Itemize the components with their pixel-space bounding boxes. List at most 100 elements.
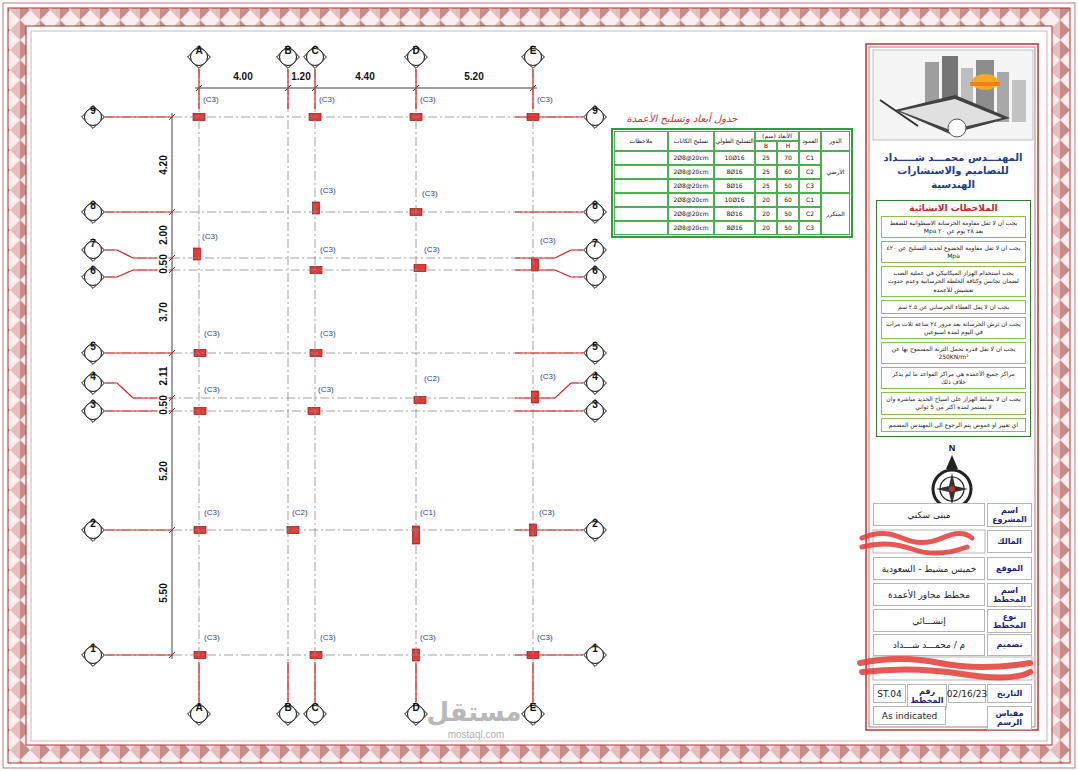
table-cell: 60 [777,165,799,179]
box-text: مخطط محاور الأعمدة [888,590,970,600]
bubble-diamond [584,372,607,395]
grid-axis-end [415,69,416,109]
grid-line [315,69,316,702]
column-tag: (C3) [320,633,336,643]
dimension-text: 4.00 [232,71,253,82]
table-cell: 2Ø8@20cm [668,221,714,235]
grid-axis-end [515,352,583,353]
grid-bubble: 3 [81,399,105,423]
grid-bubble: 8 [583,200,607,224]
box-text: اسم المشروع [990,506,1029,524]
bubble-diamond [277,46,300,69]
title-field-cell: التاريخ [987,684,1032,703]
box-text: يجب ان لا يسلط الهزاز على اسياخ الحديد م… [885,395,1022,411]
table-cell [614,193,668,207]
note-box: يجب ان ترش الخرسانة بعد مرور ٢٤ ساعة ثلا… [881,317,1026,339]
table-cell: الدور [821,131,850,151]
table-cell-text: 20 [762,225,770,232]
column-tag: (C3) [203,95,219,105]
dimension-text: 3.70 [158,301,169,322]
dimension-text: 2.11 [158,365,169,386]
dimension-text: 5.20 [463,71,484,82]
grid-line [199,69,200,702]
grid-axis-end [532,662,533,702]
bubble-diamond [405,46,428,69]
grid-line [105,212,583,213]
bubble-diamond [188,703,211,726]
table-cell-text: 20 [762,211,770,218]
box-text: إنشـــائي [912,616,946,626]
table-cell [614,165,668,179]
table-cell [614,151,668,165]
bubble-diamond [584,201,607,224]
grid-bubble: C [303,45,327,69]
table-header: الأبعاد (سم) [762,133,792,140]
logo-ground [873,50,1033,140]
grid-axis [105,212,583,213]
dimension-lines [169,85,537,659]
box-text: اي تغيير او غموض يتم الرجوع الى المهندس … [885,421,1022,429]
grid-bubble: E [521,45,545,69]
bubble-label: 1 [81,643,105,667]
dimension-line [195,88,537,89]
table-cell: 25 [755,179,777,193]
dimension-line [172,113,173,659]
table-cell: الأبعاد (سم) [755,131,799,141]
table-cell: 50 [777,221,799,235]
bubble-diamond [277,703,300,726]
grid-bubble: 9 [583,105,607,129]
bubble-diamond [584,239,607,262]
column [532,391,539,403]
bubble-label: 9 [583,105,607,129]
table-cell: 2Ø8@20cm [668,193,714,207]
grid-axis [105,250,583,258]
grid-axis-end [532,69,533,109]
box-text: ST.04 [877,689,901,699]
title-value-cell: 02/16/23 [948,684,986,703]
grid-axis [105,270,583,277]
grid-axis-end [515,211,583,212]
table-cell: 60 [777,193,799,207]
table-cell-text: 2Ø8@20cm [673,197,708,204]
grid-bubble: B [276,45,300,69]
table-cell-text: C1 [806,197,814,204]
redaction-scribble [860,659,1030,678]
title-value-cell: إنشـــائي [873,609,985,632]
grid-bubble: D [404,45,428,69]
bubble-diamond [522,703,545,726]
grid-axis [105,411,583,412]
bubble-diamond [82,372,105,395]
table-title: جدول أبعاد وتسليح الأعمدة [627,113,738,124]
box-text: يجب ان لا تقل قدرة تحمل التربة المسموح ب… [885,345,1022,361]
grid-axis [105,655,583,656]
bubble-diamond [584,519,607,542]
table-cell-text: 10Ø16 [725,155,745,162]
column-tag: (C3) [204,508,220,518]
table-cell: 50 [777,179,799,193]
bubble-diamond [584,342,607,365]
box-text: يجب استخدام الهزاز الميكانيكي في عملية ا… [885,269,1022,293]
grid-bubble: 2 [583,518,607,542]
bubble-label: 8 [583,200,607,224]
bubble-label: E [521,702,545,726]
note-box: مراكز جميع الأعمدة هي مراكز القواعد ما ل… [881,367,1026,389]
table-cell: 25 [755,151,777,165]
box-text: خميس مشيط - السعودية [882,564,977,574]
bubble-diamond [82,201,105,224]
bubble-label: 2 [583,518,607,542]
grid-axis-end [515,250,583,258]
note-box: يجب ان لا تقل مقاومة الخرسانة الاسطوانية… [881,216,1026,238]
grid-line [416,69,417,702]
grid-bubble: A [187,702,211,726]
table-cell [614,221,668,235]
table-header: ملاحظات [630,138,653,145]
title-value-cell: خميس مشيط - السعودية [873,557,985,580]
column-tag: (C3) [540,236,556,246]
table-cell: 70 [777,151,799,165]
table-cell-text: 8Ø16 [726,211,742,218]
grid-line [533,69,534,702]
redaction-scribble [862,534,972,554]
column-tag: (C3) [202,232,218,242]
bubble-label: 5 [81,341,105,365]
box-text: الموقع [996,564,1023,573]
